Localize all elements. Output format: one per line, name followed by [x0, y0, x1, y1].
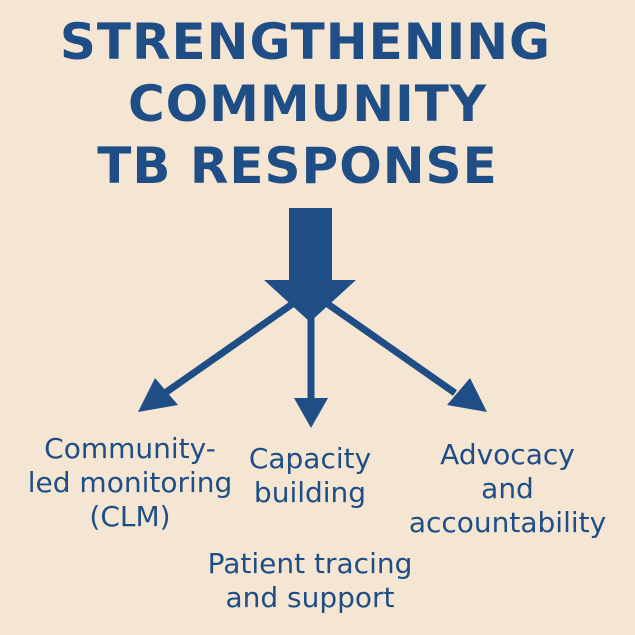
branch-line-right	[319, 297, 458, 396]
branch-label-capacity: Capacity building	[215, 442, 405, 510]
main-down-arrow-icon	[264, 208, 356, 322]
branch-label-advocacy-line-2: and	[481, 472, 534, 505]
arrow-down-icon	[294, 398, 328, 428]
branch-label-advocacy: Advocacy and accountability	[395, 438, 620, 540]
branch-label-clm-line-1: Community-	[44, 432, 216, 465]
branch-label-clm-line-3: (CLM)	[89, 500, 171, 533]
arrow-down-right-icon	[447, 378, 487, 412]
arrow-down-left-icon	[138, 378, 178, 412]
branch-label-advocacy-line-3: accountability	[408, 506, 607, 539]
title-line-1: STRENGTHENING	[59, 13, 552, 71]
branch-label-clm: Community- led monitoring (CLM)	[5, 432, 255, 534]
branch-label-patient: Patient tracing and support	[190, 547, 430, 615]
title-line-3: TB RESPONSE	[97, 137, 498, 195]
branch-label-capacity-line-2: building	[253, 476, 367, 509]
branch-label-capacity-line-1: Capacity	[248, 442, 372, 475]
branch-line-left	[162, 297, 301, 396]
branch-label-patient-line-1: Patient tracing	[207, 547, 413, 580]
title-line-2: COMMUNITY	[127, 75, 488, 133]
branch-label-advocacy-line-1: Advocacy	[440, 438, 575, 471]
branch-label-patient-line-2: and support	[225, 581, 395, 614]
branch-label-clm-line-2: led monitoring	[27, 466, 233, 499]
